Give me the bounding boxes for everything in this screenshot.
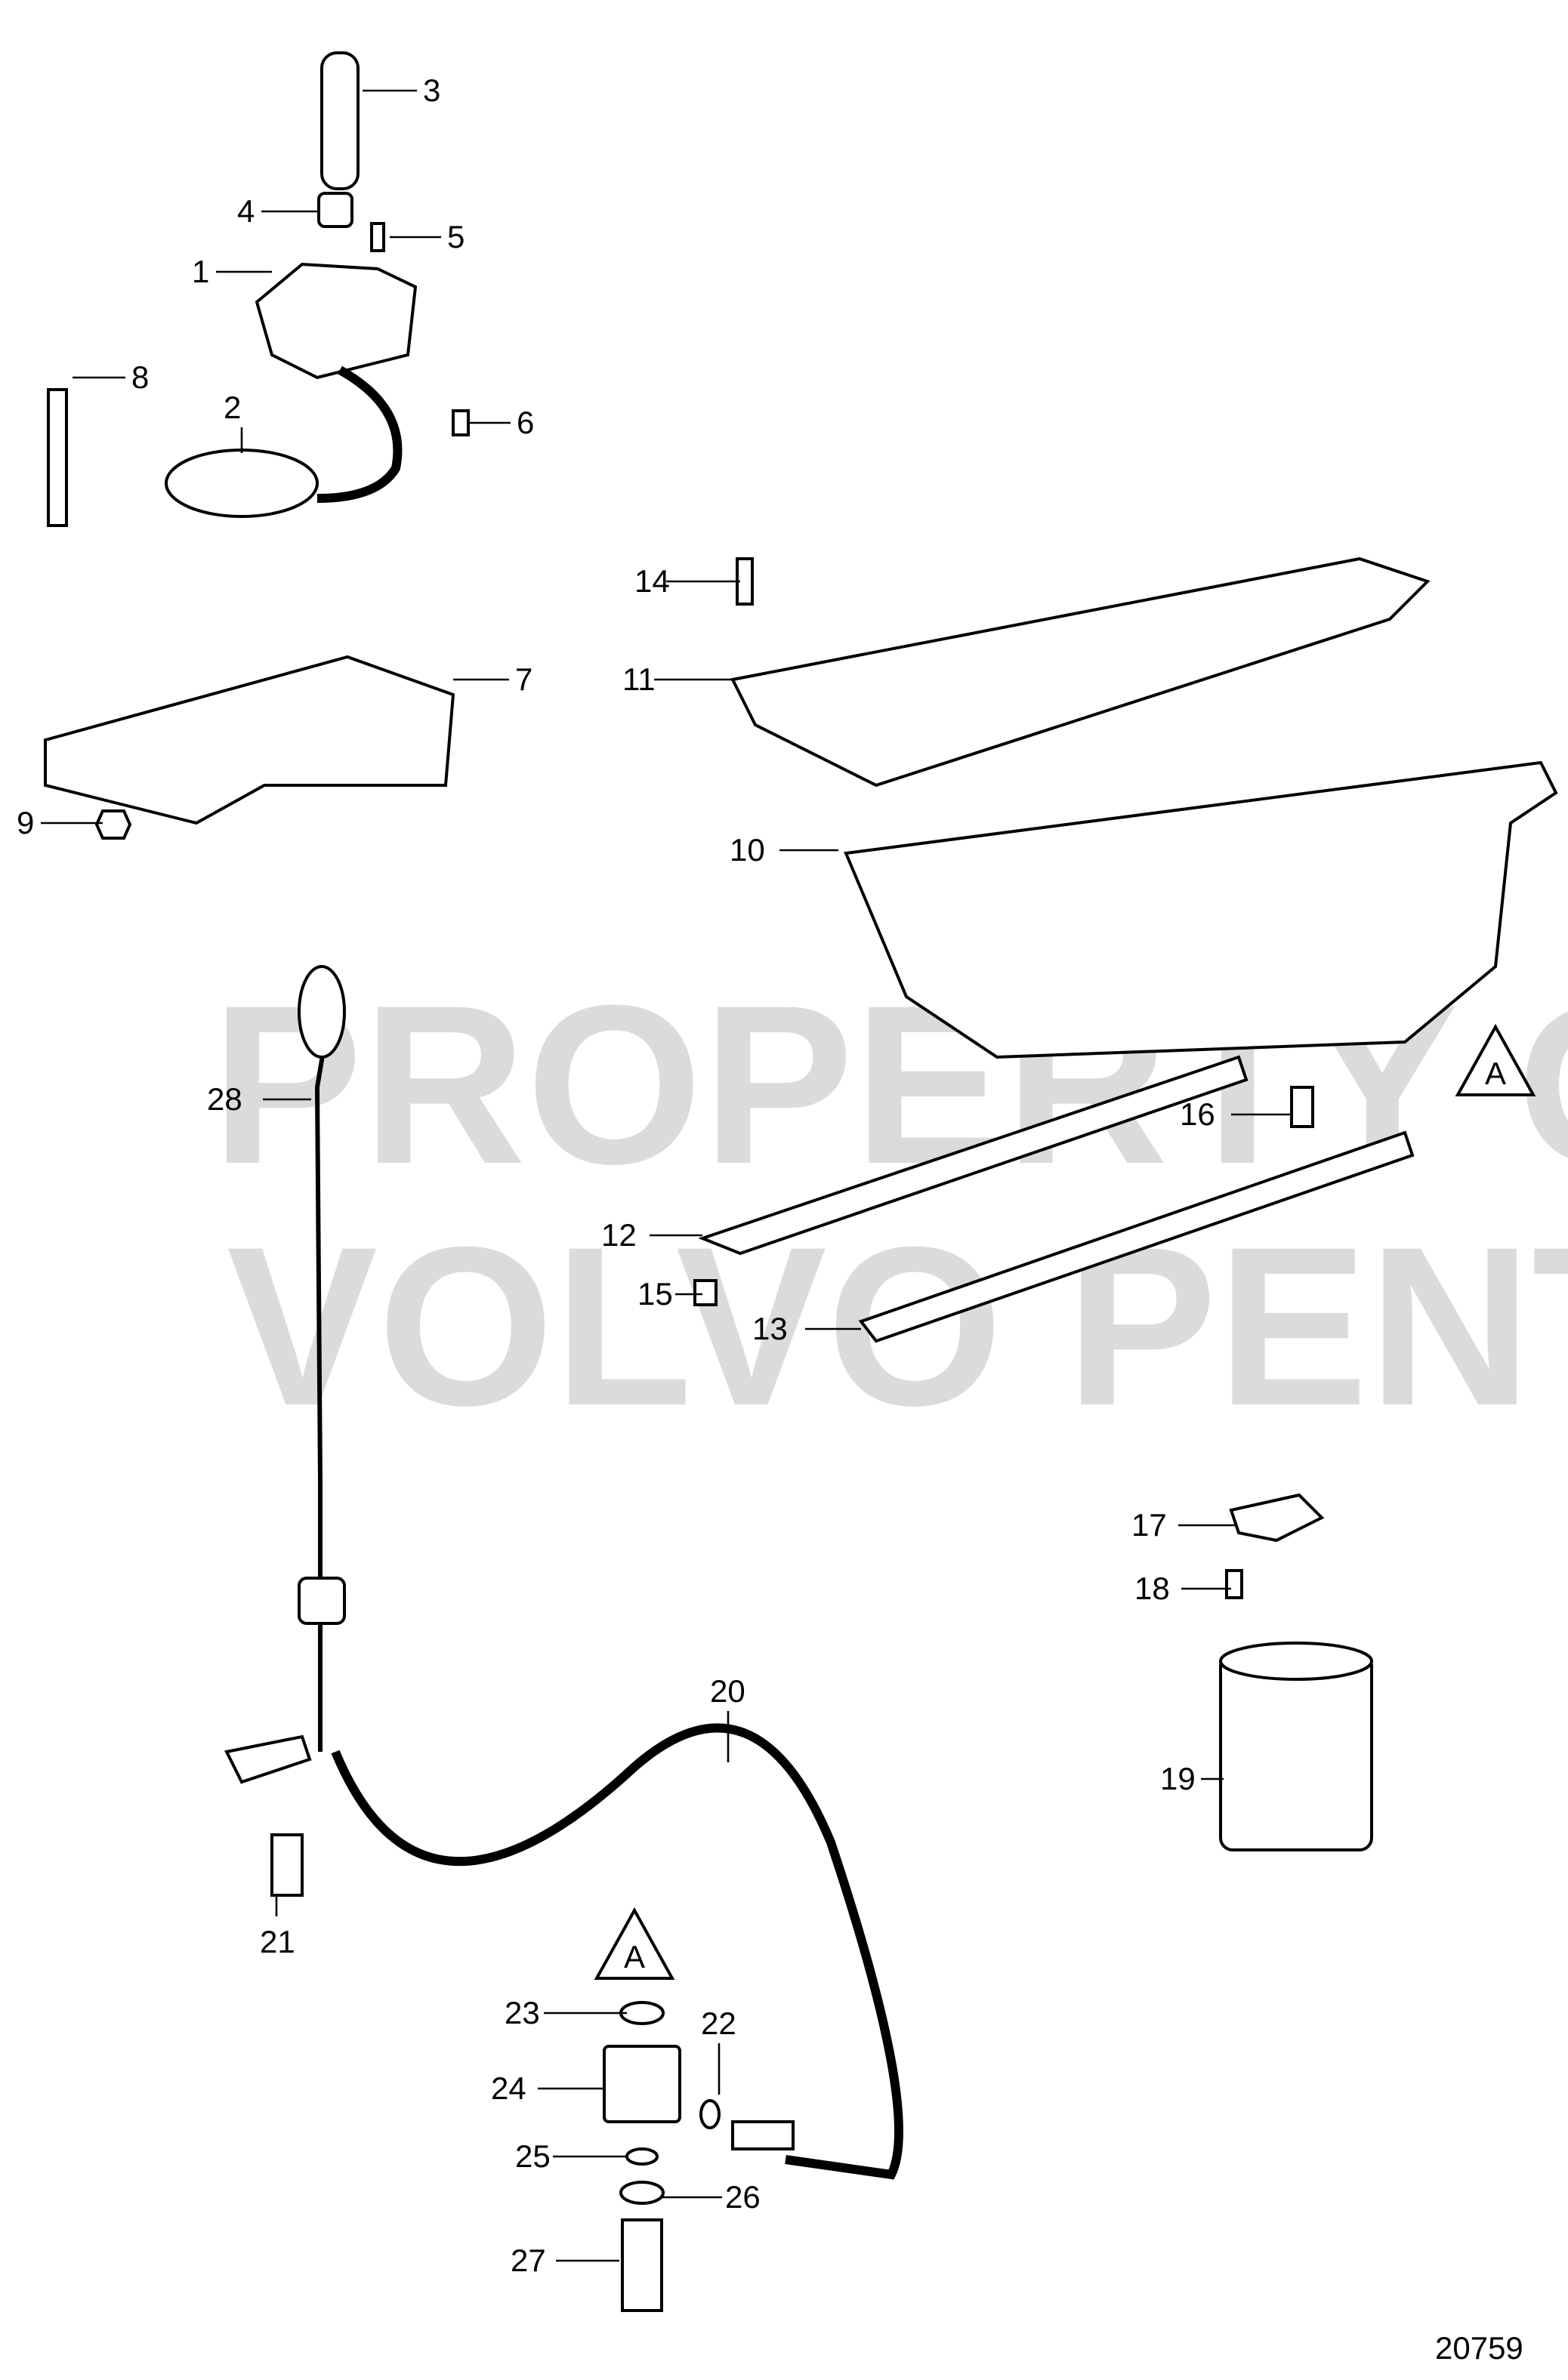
callout-14: 14 (634, 563, 670, 599)
reference-label: A (624, 1939, 645, 1975)
part-17-filter-bracket (1229, 1493, 1325, 1543)
part-9-nut (94, 809, 132, 840)
callout-3: 3 (423, 72, 440, 108)
callout-2: 2 (224, 390, 241, 425)
reference-label: A (1485, 1056, 1506, 1091)
callout-7: 7 (515, 661, 532, 697)
part-11-gasket (730, 556, 1431, 788)
callout-13: 13 (752, 1311, 788, 1346)
callout-1: 1 (192, 254, 209, 289)
callout-24: 24 (491, 2070, 526, 2106)
part-13-gasket (858, 1130, 1415, 1343)
callout-28: 28 (207, 1081, 242, 1117)
part-3-pickup-tube (320, 51, 360, 190)
part-22-o-ring (699, 2099, 721, 2129)
callout-labels: 1234567891011121314151617181920212223242… (17, 72, 1215, 2278)
parts (44, 51, 1558, 2312)
callout-23: 23 (505, 1995, 540, 2030)
part-19-oil-filter (1219, 1652, 1373, 1851)
dipstick-grommet (298, 1577, 346, 1625)
callout-10: 10 (730, 832, 765, 868)
part-25-washer (625, 2147, 659, 2166)
part-4-sleeve (317, 192, 353, 228)
callout-6: 6 (517, 405, 534, 440)
part-26-washer (619, 2181, 665, 2205)
callout-16: 16 (1180, 1096, 1215, 1132)
part-6-screw (452, 409, 470, 436)
part-27-banjo-bolt (621, 2218, 663, 2312)
hose-fitting (731, 2120, 795, 2150)
part-18-screw (1225, 1569, 1243, 1599)
callout-9: 9 (17, 805, 34, 840)
reference-markers: AA (594, 1023, 1536, 1980)
callout-17: 17 (1131, 1507, 1167, 1543)
callout-26: 26 (725, 2179, 761, 2215)
part-2-strainer (165, 449, 319, 518)
part-15-nut (693, 1279, 718, 1306)
part-24-block (603, 2045, 681, 2123)
diagram-number: 20759 (1435, 2330, 1523, 2366)
callout-22: 22 (701, 2005, 736, 2041)
callout-27: 27 (511, 2243, 546, 2278)
part-8-stud (47, 388, 68, 527)
callout-25: 25 (515, 2138, 551, 2174)
reference-triangle-a: A (594, 1907, 675, 1980)
reference-triangle-a: A (1455, 1023, 1536, 1096)
callout-20: 20 (710, 1673, 745, 1709)
callout-5: 5 (447, 219, 465, 254)
part-12-gasket (698, 1055, 1249, 1256)
callout-11: 11 (622, 661, 656, 697)
part-20-dipstick-tube (331, 1723, 903, 2180)
callout-18: 18 (1134, 1571, 1170, 1606)
part-10-oil-pan (844, 760, 1558, 1059)
leader-lines (41, 89, 1293, 2262)
part-7-baffle-plate (44, 655, 455, 825)
callout-21: 21 (260, 1924, 295, 1959)
callout-4: 4 (237, 193, 255, 229)
part-1-oil-pump (255, 262, 418, 380)
part-16-screw (1290, 1086, 1314, 1128)
callout-8: 8 (131, 359, 149, 395)
callout-15: 15 (637, 1276, 673, 1312)
part-23-washer (619, 2001, 665, 2025)
part-5-pin (370, 222, 385, 252)
callout-12: 12 (601, 1217, 637, 1253)
callout-19: 19 (1160, 1761, 1196, 1796)
tube-bracket (224, 1734, 312, 1784)
part-21-screw (270, 1833, 304, 1897)
